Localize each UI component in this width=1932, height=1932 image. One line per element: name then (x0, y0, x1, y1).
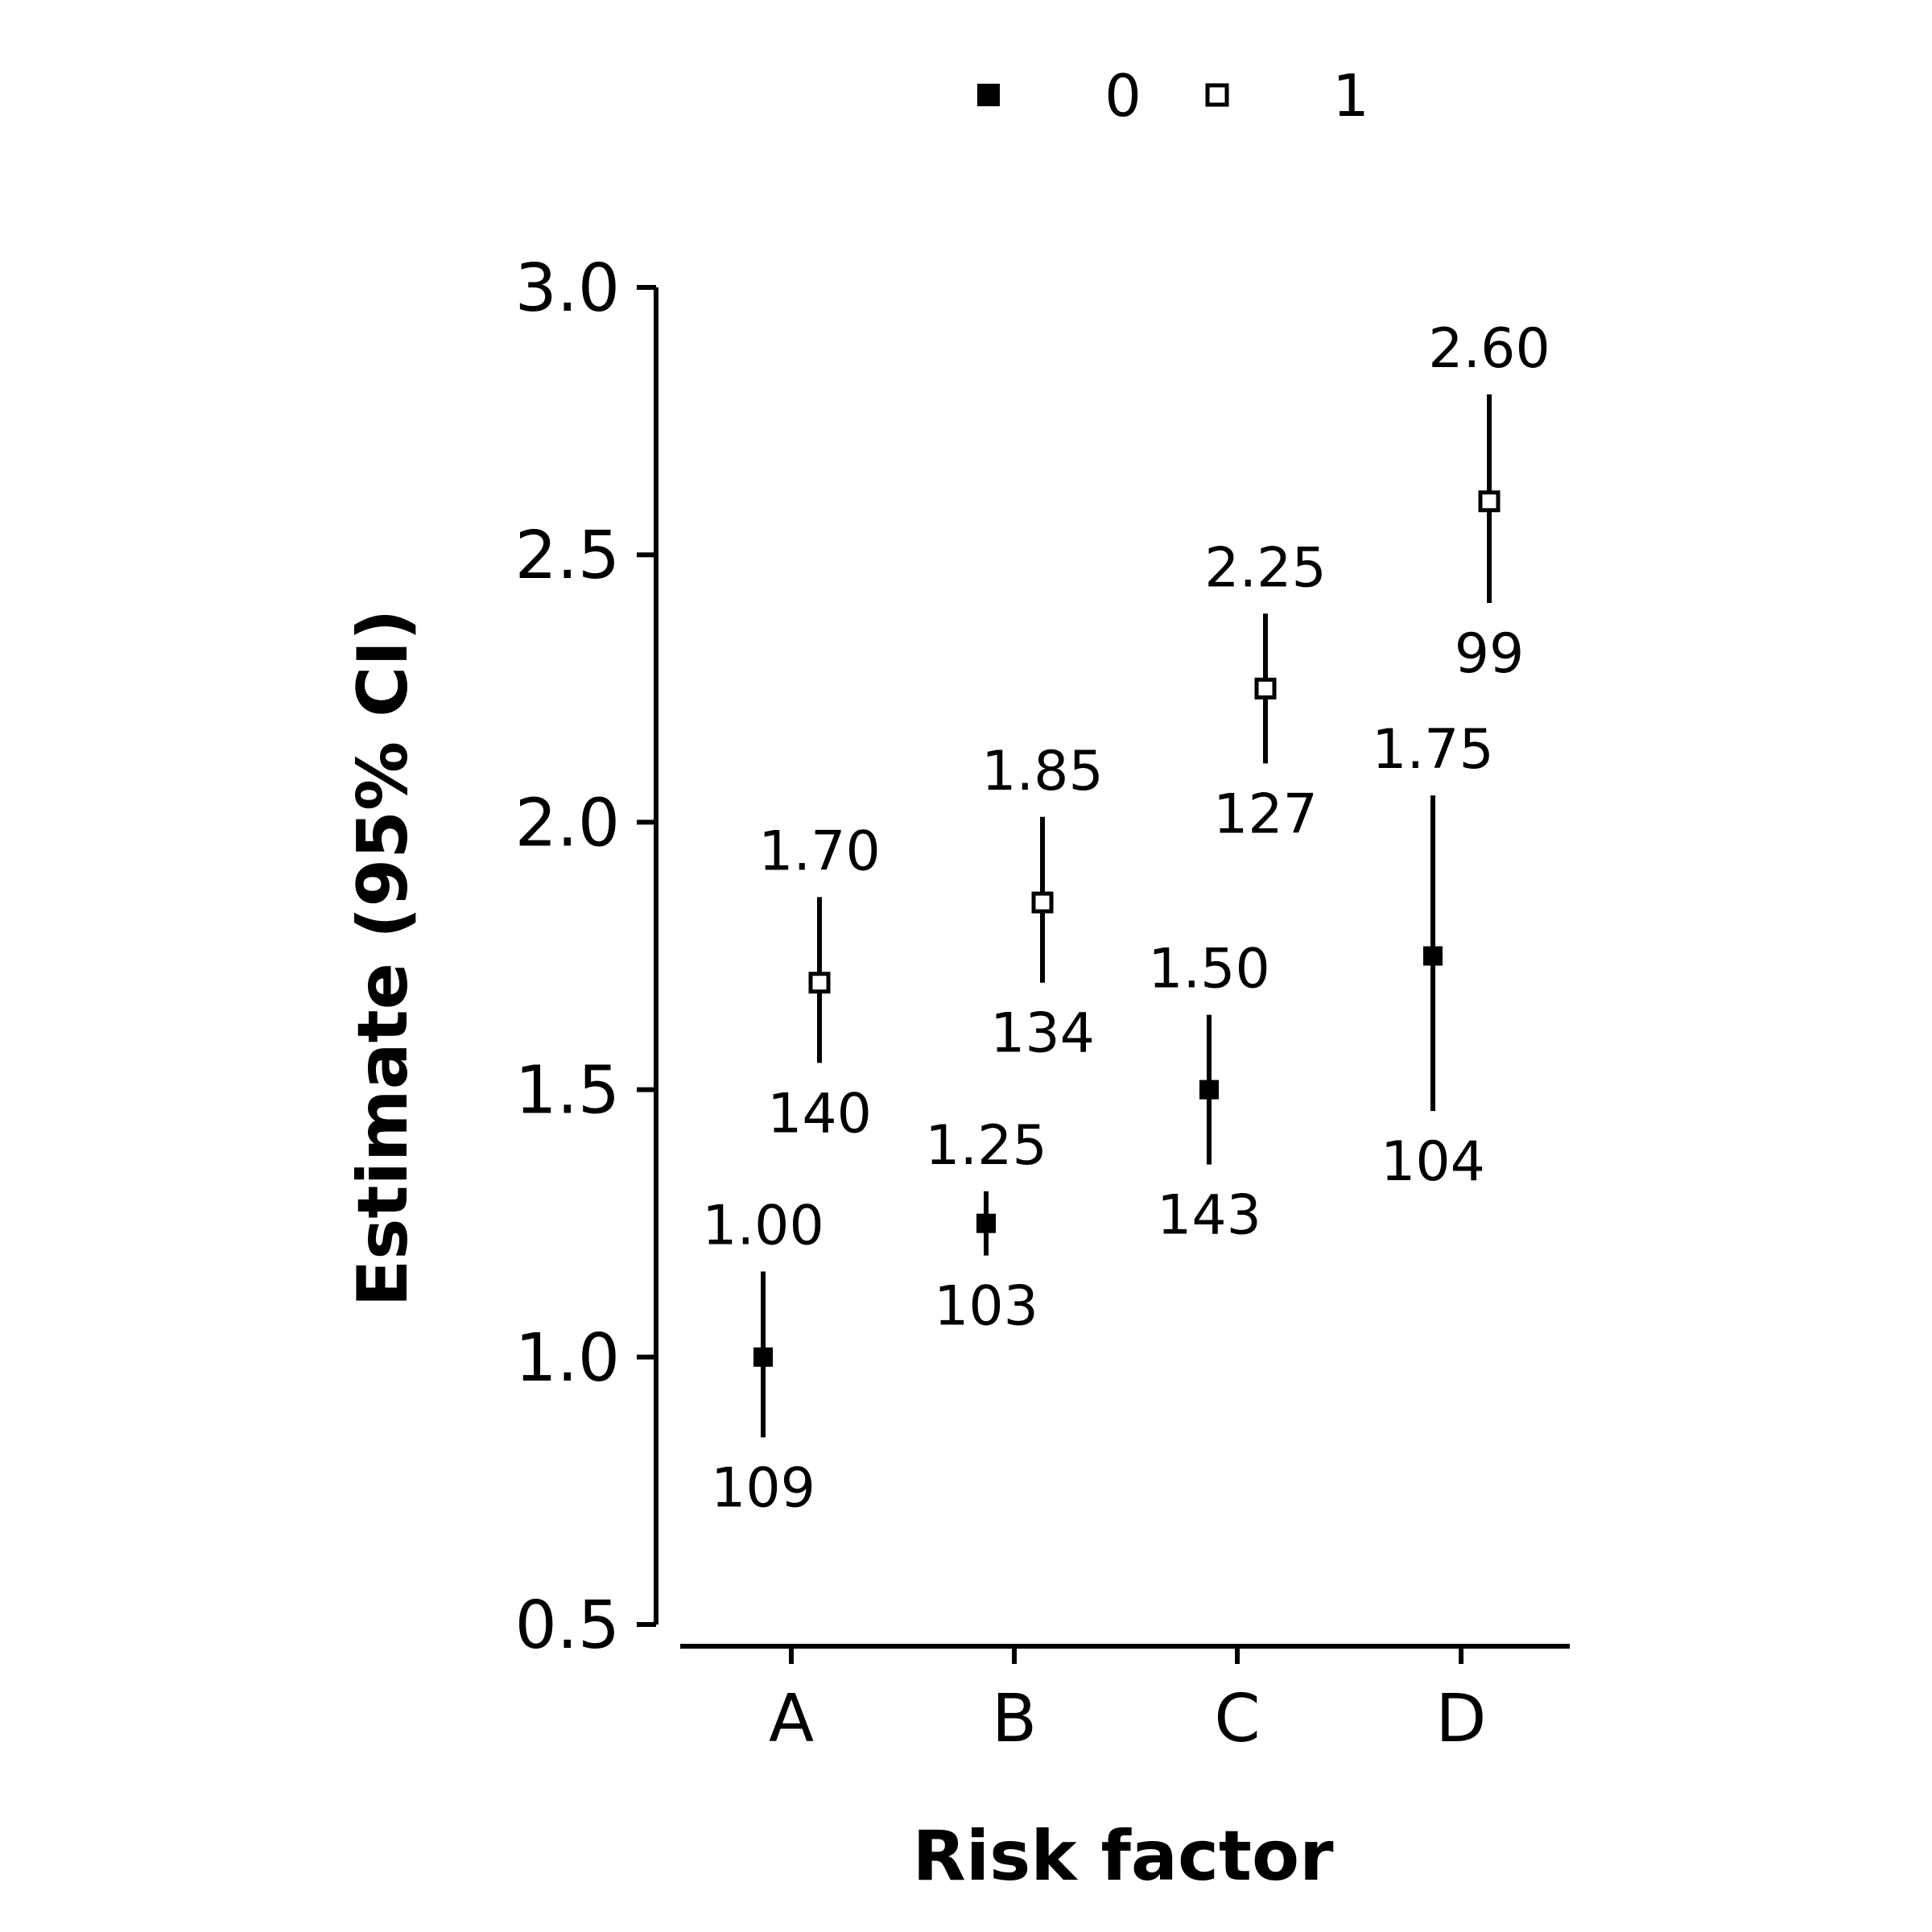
estimate-label: 1.50 (1148, 938, 1269, 1001)
x-tick-label: C (1214, 1681, 1260, 1757)
estimate-label: 1.00 (702, 1194, 824, 1257)
point-marker-filled (976, 1213, 996, 1233)
x-tick-label: A (769, 1681, 814, 1757)
point-marker-filled (1423, 946, 1443, 966)
n-label: 127 (1213, 782, 1318, 846)
legend-marker-open (1205, 83, 1229, 107)
estimate-label: 1.85 (981, 740, 1103, 803)
n-label: 134 (990, 1002, 1095, 1066)
point-marker-open (1478, 490, 1501, 513)
y-tick-label: 0.5 (515, 1587, 620, 1664)
point-marker-filled (1199, 1080, 1219, 1100)
estimate-label: 2.60 (1428, 317, 1550, 381)
n-label: 99 (1455, 622, 1525, 686)
legend-label: 1 (1332, 62, 1369, 130)
n-label: 140 (767, 1082, 872, 1146)
y-axis-title: Estimate (95% CI) (343, 609, 423, 1307)
n-label: 103 (934, 1275, 1038, 1339)
x-axis: A B C D (680, 1644, 1570, 1757)
n-label: 143 (1157, 1184, 1261, 1248)
y-tick-label: 2.0 (515, 785, 620, 861)
estimate-label: 2.25 (1204, 536, 1326, 600)
n-label: 109 (711, 1456, 815, 1520)
point-marker-filled (753, 1347, 773, 1367)
x-tick-label: D (1435, 1681, 1486, 1757)
y-tick-label: 1.5 (515, 1053, 620, 1129)
legend-label: 0 (1104, 62, 1141, 130)
point-marker-open (1031, 891, 1054, 914)
point-marker-open (1254, 677, 1277, 700)
y-tick-label: 2.5 (515, 518, 620, 594)
estimate-label: 1.70 (758, 819, 880, 883)
point-marker-open (808, 972, 831, 994)
estimate-label: 1.25 (925, 1114, 1046, 1178)
x-tick-label: B (992, 1681, 1037, 1757)
y-tick-label: 3.0 (515, 250, 620, 327)
y-axis: 0.5 1.0 1.5 2.0 2.5 3.0 (515, 250, 658, 1664)
n-label: 104 (1381, 1130, 1485, 1194)
estimate-label: 1.75 (1372, 718, 1493, 782)
plot-marks: 1.00 109 1.25 103 1.50 143 1.75 104 1.70 140 1.85 1… (702, 317, 1550, 1521)
legend-marker-filled (977, 84, 1000, 106)
x-axis-title: Risk factor (912, 1816, 1334, 1897)
y-tick-label: 1.0 (515, 1320, 620, 1397)
